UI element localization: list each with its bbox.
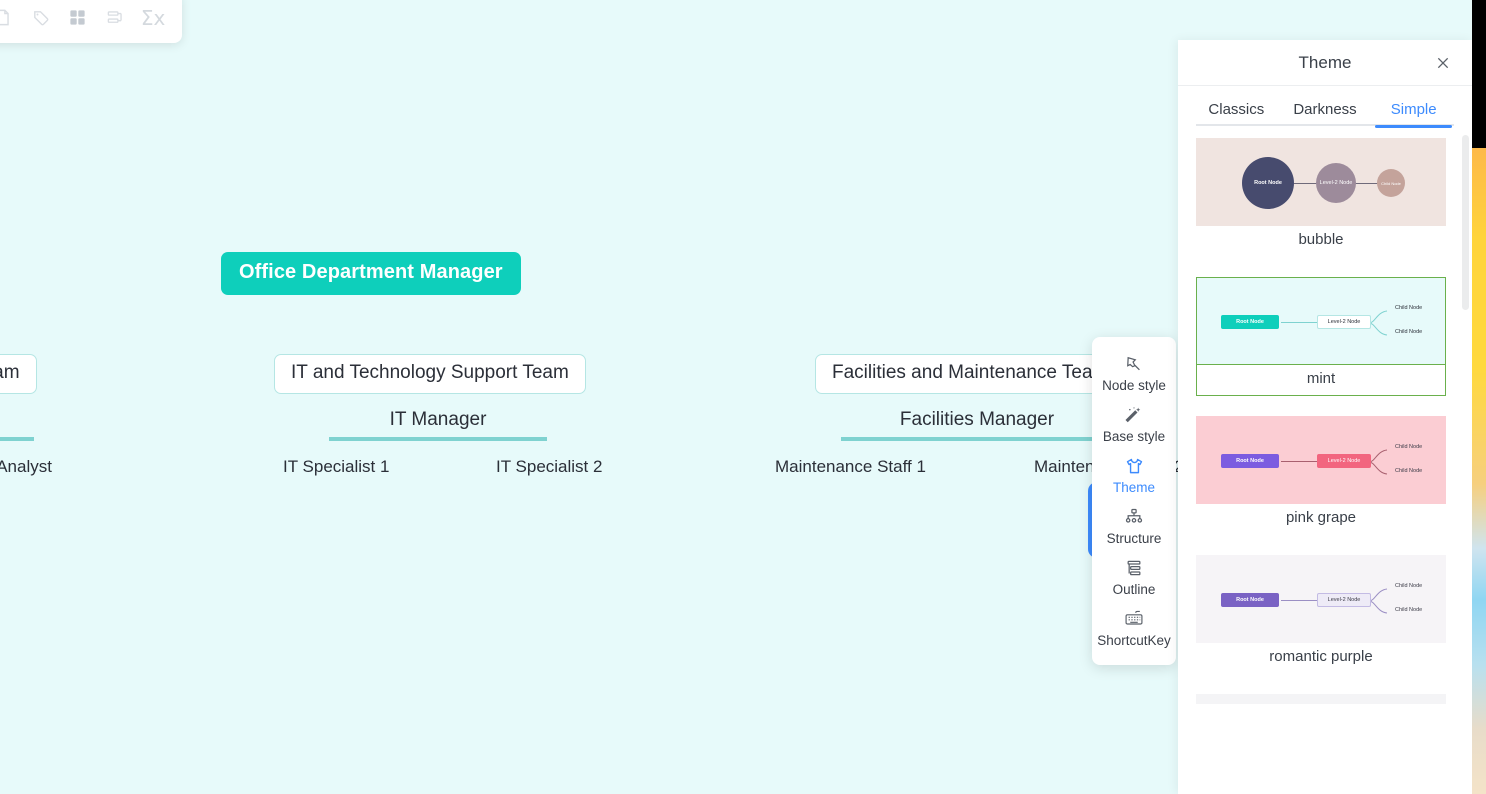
mindmap-node-level3-it-manager[interactable]: IT Manager	[329, 407, 547, 441]
theme-name: mint	[1306, 370, 1336, 387]
window-edge-top	[1472, 0, 1486, 148]
formula-icon[interactable]: Σx	[136, 0, 170, 36]
tab-simple[interactable]: Simple	[1369, 101, 1458, 128]
theme-card-next[interactable]	[1196, 694, 1454, 704]
panel-scrollbar-thumb[interactable]	[1462, 135, 1469, 310]
sidemenu-item-node-style[interactable]: Node style	[1092, 347, 1176, 398]
theme-thumb-pink-grape: Root Node Level-2 Node Child Node Child …	[1196, 416, 1446, 504]
theme-thumb-bubble: Root Node Level-2 Node Child Node	[1196, 138, 1446, 226]
theme-child-node: Child Node	[1377, 169, 1405, 197]
window-edge-gradient	[1472, 148, 1486, 794]
theme-list[interactable]: Root Node Level-2 Node Child Node bubble…	[1178, 126, 1472, 794]
theme-card-bubble[interactable]: Root Node Level-2 Node Child Node bubble	[1196, 138, 1454, 257]
sidemenu-item-theme[interactable]: Theme	[1092, 449, 1176, 500]
sidemenu-label: Outline	[1112, 582, 1156, 597]
theme-child-node: Child Node	[1395, 583, 1423, 589]
summary-icon[interactable]	[99, 0, 133, 36]
outline-icon	[1124, 557, 1144, 579]
panel-title: Theme	[1298, 52, 1352, 72]
theme-link	[1281, 322, 1317, 323]
theme-tabs: Classics Darkness Simple	[1178, 86, 1472, 128]
structure-icon	[1124, 506, 1144, 528]
note-icon[interactable]	[0, 0, 20, 36]
tools-sidemenu: Node style Base style Theme	[1092, 337, 1176, 665]
theme-name-wrap: pink grape	[1196, 504, 1446, 535]
theme-name: bubble	[1298, 231, 1344, 248]
theme-card-mint[interactable]: Root Node Level-2 Node Child Node Child …	[1196, 277, 1454, 396]
theme-panel: Theme Classics Darkness Simple Root Node…	[1178, 40, 1472, 794]
theme-root-node: Root Node	[1221, 593, 1279, 607]
sidemenu-item-shortcutkey[interactable]: ShortcutKey	[1092, 602, 1176, 653]
sidemenu-label: Structure	[1106, 531, 1162, 546]
close-icon[interactable]	[1432, 52, 1454, 74]
theme-thumb-romantic-purple: Root Node Level-2 Node Child Node Child …	[1196, 555, 1446, 643]
theme-thumb-next	[1196, 694, 1446, 704]
theme-child-node: Child Node	[1395, 305, 1423, 311]
tab-classics[interactable]: Classics	[1208, 101, 1265, 118]
top-toolbar: Σx	[0, 0, 182, 43]
theme-name: pink grape	[1285, 509, 1357, 526]
theme-thumb-mint: Root Node Level-2 Node Child Node Child …	[1196, 277, 1446, 365]
mindmap-node-level4-maintenance-staff-1[interactable]: Maintenance Staff 1	[775, 457, 926, 476]
grid-icon[interactable]	[61, 0, 95, 36]
theme-l2-node: Level-2 Node	[1316, 163, 1356, 203]
mindmap-node-level4-financial-analyst[interactable]: ancial Analyst	[0, 457, 52, 476]
theme-link	[1281, 600, 1317, 601]
keyboard-icon	[1123, 608, 1145, 630]
theme-name: romantic purple	[1269, 648, 1373, 665]
theme-root-node: Root Node	[1221, 315, 1279, 329]
mindmap-node-level4-it-specialist-1[interactable]: IT Specialist 1	[283, 457, 390, 476]
tab-darkness[interactable]: Darkness	[1293, 101, 1357, 118]
sidemenu-label: Theme	[1112, 480, 1156, 495]
mindmap-node-level2-finance[interactable]: ng Team	[0, 354, 37, 394]
sidemenu-label: ShortcutKey	[1097, 633, 1171, 648]
tag-icon[interactable]	[24, 0, 58, 36]
theme-root-node: Root Node	[1221, 454, 1279, 468]
mindmap-node-level4-it-specialist-2[interactable]: IT Specialist 2	[496, 457, 603, 476]
tabs-divider	[1196, 124, 1454, 126]
theme-child-node: Child Node	[1395, 444, 1423, 450]
tshirt-icon	[1124, 455, 1145, 477]
node-style-icon	[1124, 353, 1144, 375]
mindmap-root-node[interactable]: Office Department Manager	[221, 252, 521, 295]
theme-name-wrap: bubble	[1196, 226, 1446, 257]
mindmap-node-level3-facilities-manager[interactable]: Facilities Manager	[841, 407, 1113, 441]
theme-card-romantic-purple[interactable]: Root Node Level-2 Node Child Node Child …	[1196, 555, 1454, 674]
theme-panel-header: Theme	[1178, 40, 1472, 86]
theme-root-node: Root Node	[1242, 157, 1294, 209]
theme-card-pink-grape[interactable]: Root Node Level-2 Node Child Node Child …	[1196, 416, 1454, 535]
mindmap-underline-finance	[0, 437, 34, 441]
formula-label: Σx	[140, 5, 166, 30]
mindmap-node-level2-facilities[interactable]: Facilities and Maintenance Tea	[815, 354, 1110, 394]
theme-link	[1351, 183, 1379, 184]
theme-l2-node: Level-2 Node	[1317, 593, 1371, 607]
mindmap-node-level4-maintenance-staff-2[interactable]: Mainten	[1034, 457, 1095, 476]
theme-l2-node: Level-2 Node	[1317, 315, 1371, 329]
theme-child-node: Child Node	[1395, 468, 1423, 474]
magic-wand-icon	[1124, 404, 1144, 426]
mindmap-node-level2-it[interactable]: IT and Technology Support Team	[274, 354, 586, 394]
theme-child-node: Child Node	[1395, 329, 1423, 335]
theme-name-wrap: mint	[1196, 365, 1446, 396]
sidemenu-label: Base style	[1102, 429, 1166, 444]
mindmap-node-level3-finance-manager[interactable]: er	[0, 407, 1, 441]
theme-link	[1281, 461, 1317, 462]
sidemenu-item-base-style[interactable]: Base style	[1092, 398, 1176, 449]
sidemenu-item-outline[interactable]: Outline	[1092, 551, 1176, 602]
theme-child-node: Child Node	[1395, 607, 1423, 613]
theme-l2-node: Level-2 Node	[1317, 454, 1371, 468]
theme-name-wrap: romantic purple	[1196, 643, 1446, 674]
sidemenu-item-structure[interactable]: Structure	[1092, 500, 1176, 551]
sidemenu-label: Node style	[1102, 378, 1166, 393]
theme-link	[1277, 183, 1319, 184]
